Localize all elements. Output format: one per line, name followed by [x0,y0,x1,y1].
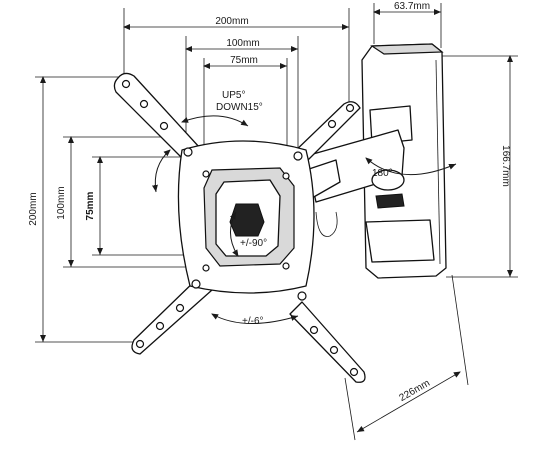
arm-hole [175,303,185,313]
arm-hole [159,121,169,131]
arm-hole [155,321,165,331]
wall-plate-bolt [375,193,405,209]
dim-line-extension [356,371,461,433]
screw [202,264,210,272]
rotation-arrow [230,211,239,257]
arm-hole [309,325,319,335]
label-extension: 226mm [398,378,432,404]
screw [202,170,210,178]
arm-lower-left [131,275,213,355]
screw [293,151,303,161]
label-depth: 63.7mm [394,1,430,12]
arm-hole [139,99,149,109]
vesa-plate-hub [229,203,265,237]
label-swivel: 180° [372,168,393,179]
arm-lower-right [289,301,366,383]
arm-hole [135,339,145,349]
extension-line [451,274,469,386]
extension-line [344,377,356,441]
adapter-arms [113,72,366,383]
label-rotation: +/-90° [240,238,267,249]
label-height-inner: 75mm [85,191,96,220]
label-level: +/-6° [242,316,264,327]
label-width-outer: 200mm [215,16,248,27]
label-bracket-height: 166.7mm [500,145,511,187]
arm-hole [327,119,337,129]
label-tilt-down: DOWN15° [216,102,263,113]
arm-hole [121,79,131,89]
wall-plate-lower-block [365,219,435,263]
screw [282,262,290,270]
arm-hole [345,103,355,113]
arm-clip [315,211,338,237]
motion-arrows [151,115,457,324]
wall-plate-top-face [370,43,444,55]
vesa-plate [177,140,315,301]
swivel-arrow [365,157,457,176]
tilt-arc-arrow [181,115,249,127]
screw [282,172,290,180]
screw [183,147,193,157]
arm-upper-right [289,101,361,169]
screw [297,291,307,301]
label-tilt-up: UP5° [222,90,245,101]
label-width-mid: 100mm [226,38,259,49]
arm-hole [349,367,359,377]
label-width-inner: 75mm [230,55,258,66]
label-height-outer: 200mm [28,192,39,225]
screw [191,279,201,289]
arm-pivot [371,169,405,191]
level-arrow [211,313,299,324]
label-height-mid: 100mm [56,186,67,219]
arm-hole [329,345,339,355]
tilt-arrow [151,149,171,193]
swivel-arm [305,129,405,237]
